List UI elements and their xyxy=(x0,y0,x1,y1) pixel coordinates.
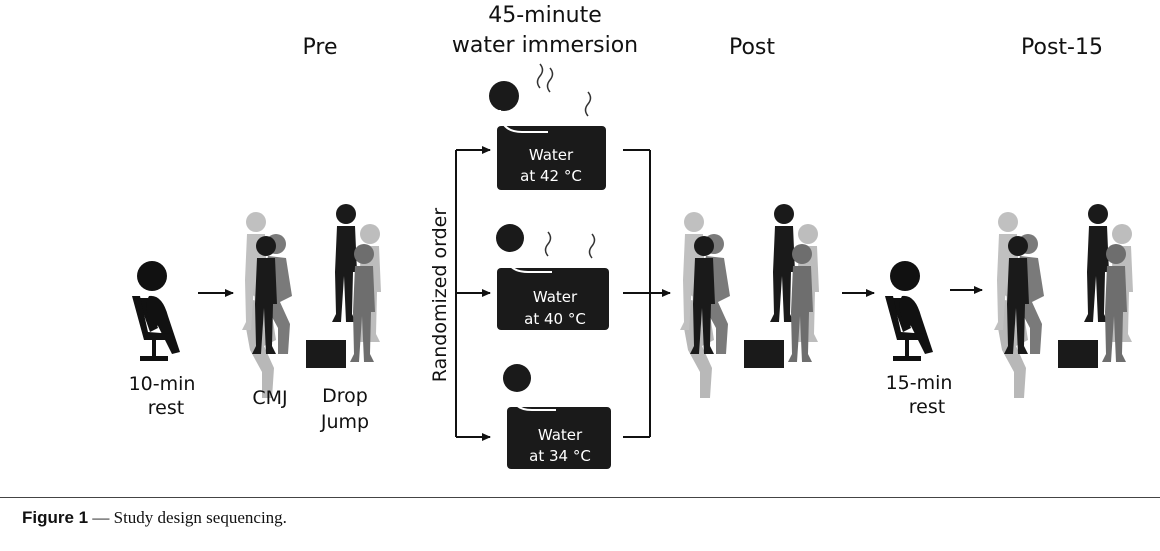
header-pre: Pre xyxy=(303,35,338,60)
pre-jump-figures-icon xyxy=(242,204,381,398)
rest2-label-line1: 15-min xyxy=(886,372,953,394)
drop-jump-label-line1: Drop xyxy=(322,385,368,407)
drop-jump-label-line2: Jump xyxy=(320,411,369,433)
header-immersion-line2: water immersion xyxy=(452,33,638,58)
caption-figure-number: Figure 1 xyxy=(22,508,89,527)
caption-text: Study design sequencing. xyxy=(113,508,287,527)
tub-40-line2: at 40 °C xyxy=(524,310,586,328)
rest1-label-line1: 10-min xyxy=(129,373,196,395)
caption-divider xyxy=(0,497,1160,498)
post15-jump-figures-icon xyxy=(994,204,1133,398)
tub-40-line1: Water xyxy=(533,288,578,306)
cmj-label: CMJ xyxy=(252,387,287,409)
header-post: Post xyxy=(729,35,775,60)
figure-caption: Figure 1 — Study design sequencing. xyxy=(22,508,287,528)
tub-34-icon xyxy=(503,364,611,469)
tub-34-line2: at 34 °C xyxy=(529,447,591,465)
tub-34-line1: Water xyxy=(538,426,583,444)
randomized-order-label: Randomized order xyxy=(429,208,451,383)
seated-person-2-icon xyxy=(885,261,933,361)
tub-42-line2: at 42 °C xyxy=(520,167,582,185)
header-immersion-line1: 45-minute xyxy=(488,3,602,28)
tub-42-icon xyxy=(489,63,606,190)
rest1-label-line2: rest xyxy=(148,397,184,419)
rest2-label-line2: rest xyxy=(909,396,945,418)
tub-42-line1: Water xyxy=(529,146,574,164)
merge-bracket xyxy=(623,149,651,438)
seated-person-icon xyxy=(132,261,180,361)
caption-dash: — xyxy=(88,508,114,527)
post-jump-figures-icon xyxy=(680,204,819,398)
header-post15: Post-15 xyxy=(1021,35,1103,60)
tub-40-icon xyxy=(496,224,609,330)
